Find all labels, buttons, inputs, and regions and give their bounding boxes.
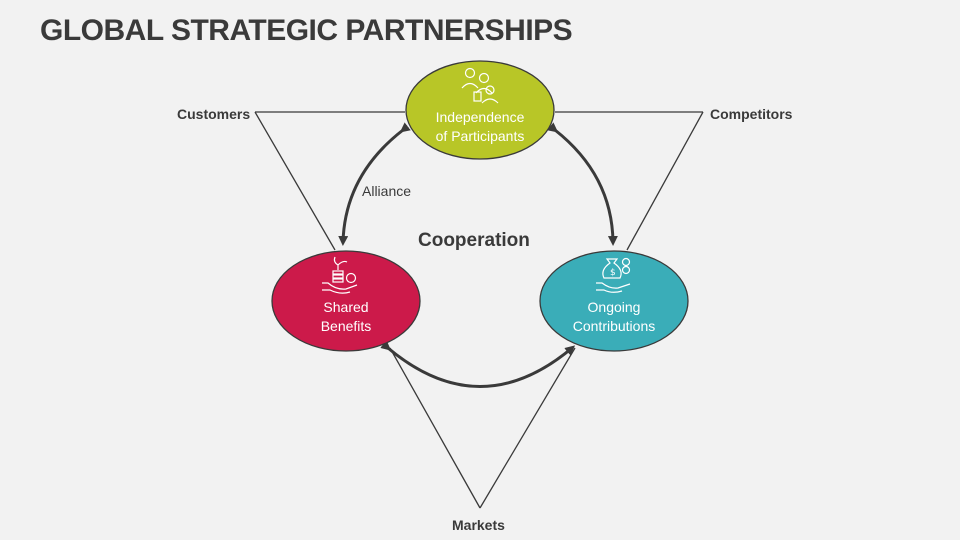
node-independence-line2: of Participants	[435, 128, 525, 144]
node-shared-line2: Benefits	[320, 318, 372, 334]
corner-label-markets: Markets	[452, 517, 505, 533]
cooperation-arrows	[338, 122, 618, 388]
node-shared-line1: Shared	[323, 299, 369, 315]
node-ongoing-line1: Ongoing	[587, 299, 641, 315]
hand-coins-plant-icon	[322, 256, 358, 294]
arrow-alliance	[338, 122, 411, 246]
people-group-icon	[461, 67, 499, 104]
line-competitors-ongoing	[626, 111, 704, 251]
node-independence-label: Independence of Participants	[405, 108, 555, 146]
node-ongoing-line2: Contributions	[572, 318, 656, 334]
node-shared-benefits-ellipse[interactable]	[271, 250, 421, 352]
svg-text:$: $	[610, 268, 616, 278]
line-markets-ongoing	[479, 347, 576, 509]
node-ongoing-contributions-ellipse[interactable]	[539, 250, 689, 352]
line-customers-shared	[254, 111, 336, 251]
node-independence-ellipse[interactable]	[405, 60, 555, 160]
corner-label-customers: Customers	[177, 106, 251, 122]
arrow-independence-ongoing	[547, 122, 618, 246]
node-ongoing-contributions-label: Ongoing Contributions	[539, 298, 689, 336]
arrow-shared-ongoing	[380, 340, 576, 388]
center-label-cooperation: Cooperation	[418, 230, 530, 251]
triangle-lines	[254, 111, 704, 509]
page-title: GLOBAL STRATEGIC PARTNERSHIPS	[40, 14, 573, 47]
alliance-label: Alliance	[362, 183, 412, 199]
node-shared-benefits-label: Shared Benefits	[271, 298, 421, 336]
hand-money-bag-icon: $	[596, 257, 631, 293]
corner-label-competitors: Competitors	[710, 106, 793, 122]
line-shared-markets	[389, 347, 481, 509]
node-independence-line1: Independence	[435, 109, 525, 125]
